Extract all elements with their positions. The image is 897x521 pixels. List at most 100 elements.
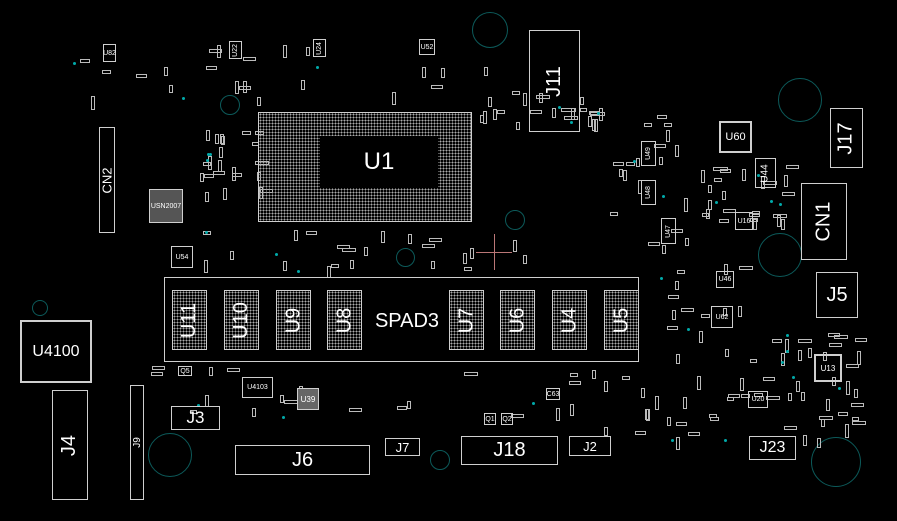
passive-pad <box>682 397 687 410</box>
passive-pad <box>781 192 796 197</box>
passive-pad <box>728 394 740 399</box>
component-U13[interactable]: U13 <box>814 354 842 382</box>
component-U22[interactable]: U22 <box>229 41 242 59</box>
passive-pad <box>698 330 703 344</box>
label: Q5 <box>180 367 190 375</box>
component-U4100[interactable]: U4100 <box>20 320 92 383</box>
passive-pad <box>788 392 793 401</box>
passive-pad <box>282 44 287 58</box>
passive-pad <box>816 438 821 448</box>
component-U62[interactable]: U62 <box>711 306 733 328</box>
passive-pad <box>515 121 520 131</box>
passive-pad <box>152 365 165 370</box>
component-J2[interactable]: J2 <box>569 436 611 456</box>
component-J23[interactable]: J23 <box>749 436 796 460</box>
via <box>204 230 208 234</box>
passive-pad <box>482 111 487 125</box>
component-usb-chip[interactable]: USN2007 <box>149 189 183 223</box>
passive-pad <box>510 414 524 419</box>
passive-pad <box>750 217 759 222</box>
passive-pad <box>837 412 848 417</box>
passive-pad <box>826 399 831 412</box>
passive-pad <box>552 107 557 118</box>
component-U4103[interactable]: U4103 <box>242 377 273 398</box>
component-SPAD3-label: SPAD3 <box>362 308 452 334</box>
via <box>756 174 760 178</box>
component-U1-label: U1 <box>320 136 438 188</box>
passive-pad <box>381 230 386 244</box>
passive-pad <box>765 395 780 400</box>
via <box>274 252 278 256</box>
component-U24[interactable]: U24 <box>313 39 326 57</box>
passive-pad <box>684 237 689 246</box>
component-J7[interactable]: J7 <box>385 438 420 456</box>
passive-pad <box>749 213 761 218</box>
component-U48[interactable]: U48 <box>641 180 656 205</box>
via <box>671 439 675 443</box>
passive-pad <box>348 408 362 413</box>
component-J11[interactable]: J11 <box>529 30 580 132</box>
component-Q2[interactable]: Q2 <box>501 413 513 425</box>
component-U8[interactable]: U8 <box>327 290 362 350</box>
via <box>724 438 728 442</box>
passive-pad <box>802 435 807 446</box>
component-Q1[interactable]: Q1 <box>484 413 496 425</box>
component-J4[interactable]: J4 <box>52 390 88 500</box>
component-U11[interactable]: U11 <box>172 290 207 350</box>
passive-pad <box>666 129 671 143</box>
component-U10[interactable]: U10 <box>224 290 259 350</box>
component-U9[interactable]: U9 <box>276 290 311 350</box>
component-CN1[interactable]: CN1 <box>801 183 847 260</box>
passive-pad <box>593 119 598 132</box>
label: C63 <box>546 390 560 398</box>
component-J6[interactable]: J6 <box>235 445 370 475</box>
passive-pad <box>719 168 732 173</box>
component-U20[interactable]: U20 <box>748 391 768 408</box>
component-U16[interactable]: U16 <box>735 212 753 230</box>
component-U49[interactable]: U49 <box>641 141 656 166</box>
component-U60[interactable]: U60 <box>719 121 752 153</box>
component-U82[interactable]: U82 <box>103 44 116 62</box>
component-J18[interactable]: J18 <box>461 436 558 465</box>
passive-pad <box>441 68 446 78</box>
component-U7[interactable]: U7 <box>449 290 484 350</box>
label: U49 <box>645 147 652 160</box>
label: U4100 <box>32 342 80 360</box>
component-J3[interactable]: J3 <box>171 406 220 430</box>
passive-pad <box>464 371 478 376</box>
component-CN2[interactable]: CN2 <box>99 127 115 233</box>
via <box>532 401 536 405</box>
via <box>570 121 574 125</box>
passive-pad <box>102 69 112 74</box>
component-C63[interactable]: C63 <box>546 388 560 400</box>
mounting-hole <box>472 12 508 48</box>
label: U8 <box>332 307 355 333</box>
label: U11 <box>178 302 200 338</box>
passive-pad <box>301 80 306 90</box>
passive-pad <box>707 199 712 211</box>
component-U44[interactable]: U44 <box>755 158 776 188</box>
passive-pad <box>408 233 413 245</box>
via <box>780 360 784 364</box>
label: U4 <box>557 307 580 333</box>
label: U46 <box>718 276 732 283</box>
component-J9[interactable]: J9 <box>130 385 144 500</box>
component-U54[interactable]: U54 <box>171 246 193 268</box>
via <box>769 199 773 203</box>
passive-pad <box>674 280 679 290</box>
component-U46[interactable]: U46 <box>716 271 734 288</box>
component-Q5[interactable]: Q5 <box>178 366 192 376</box>
component-U39[interactable]: U39 <box>297 388 319 410</box>
component-J5[interactable]: J5 <box>816 272 858 318</box>
via <box>779 202 783 206</box>
label: J5 <box>826 283 848 306</box>
component-J17[interactable]: J17 <box>830 108 863 168</box>
component-U52[interactable]: U52 <box>419 39 435 55</box>
passive-pad <box>231 166 236 181</box>
component-U47[interactable]: U47 <box>661 218 676 244</box>
via <box>687 327 691 331</box>
component-U6[interactable]: U6 <box>500 290 535 350</box>
component-U5[interactable]: U5 <box>604 290 639 350</box>
component-U4[interactable]: U4 <box>552 290 587 350</box>
